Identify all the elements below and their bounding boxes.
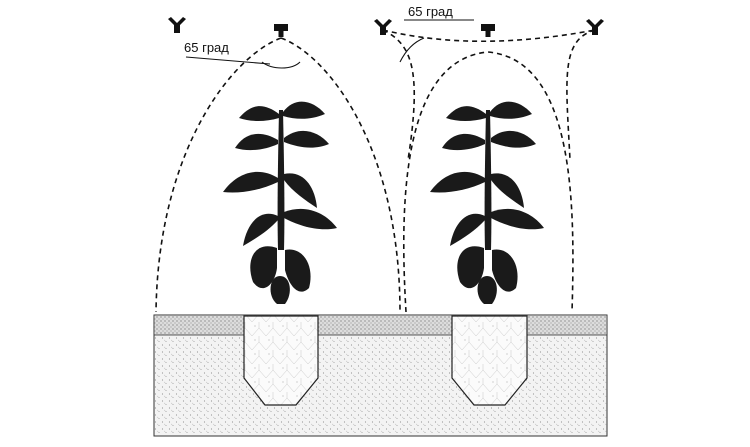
sprinkler-nozzle-icon-2 <box>274 24 288 37</box>
spray-pattern-right-side-left <box>382 29 416 161</box>
soil-top-layer <box>153 314 608 336</box>
plant-icon-right <box>430 101 544 304</box>
planting-pocket-right <box>451 315 528 406</box>
sprinkler-nozzle-icon-4 <box>481 24 495 37</box>
spray-pattern-left-right-edge <box>280 37 401 313</box>
spray-pattern-right-side-right <box>566 29 596 161</box>
sprinkler-nozzle-icon-1 <box>168 17 186 33</box>
sprinkler-nozzle-icon-5 <box>586 19 604 35</box>
plant-icon-left <box>223 101 337 304</box>
angle-arc-right <box>399 37 425 63</box>
angle-label-right: 65 град <box>408 4 453 19</box>
angle-arc-left <box>261 61 301 69</box>
sprinkler-nozzle-icon-3 <box>374 19 392 35</box>
planting-pocket-left <box>243 315 319 406</box>
spray-pattern-left <box>155 37 282 313</box>
spray-pattern-right-top <box>382 29 596 43</box>
angle-label-left: 65 град <box>184 40 229 55</box>
spray-pattern-right-dome <box>402 51 574 313</box>
angle-leader-left <box>185 56 271 65</box>
